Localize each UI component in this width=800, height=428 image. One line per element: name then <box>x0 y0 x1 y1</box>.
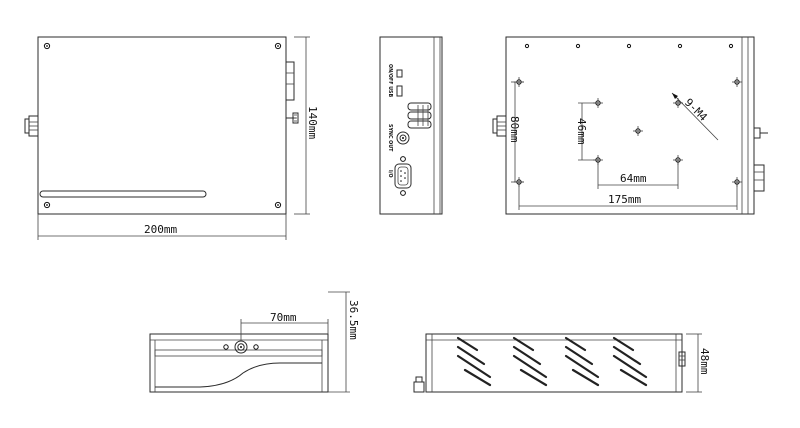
top-view: 140mm 200mm <box>24 36 319 240</box>
io-connector <box>394 156 412 196</box>
dimension-inner-height: 46mm <box>575 102 598 161</box>
side-view-outline <box>149 333 329 393</box>
dimension-mount-height-label: 80mm <box>508 116 521 143</box>
dimension-top-width-label: 200mm <box>144 223 177 236</box>
dimension-side-height: 36.5mm <box>328 291 360 393</box>
side-view-connector <box>223 340 259 354</box>
dimension-rear-height-label: 48mm <box>698 348 711 375</box>
dimension-side-offset-label: 70mm <box>270 311 297 324</box>
dimension-top-width: 200mm <box>37 214 287 240</box>
dimension-mount-width-label: 175mm <box>608 193 641 206</box>
mounting-holes <box>514 77 742 187</box>
dimension-inner-height-label: 46mm <box>575 118 588 145</box>
mounting-view-cable-gland <box>492 115 507 137</box>
dimension-inner-width: 64mm <box>597 160 679 189</box>
dimension-side-height-label: 36.5mm <box>347 300 360 340</box>
dimension-inner-width-label: 64mm <box>620 172 647 185</box>
top-view-outline <box>37 36 287 215</box>
mounting-view-outline <box>505 36 755 215</box>
top-view-side-port <box>285 61 295 101</box>
rear-view-antenna-connector <box>678 351 686 367</box>
sync-out-connector <box>396 131 410 145</box>
dimension-rear-height: 48mm <box>686 333 711 393</box>
vent-group-3 <box>564 336 600 387</box>
dimension-mount-width: 175mm <box>518 182 738 210</box>
dimension-side-offset: 70mm <box>240 311 329 340</box>
power-switch <box>396 69 403 78</box>
mounting-view-antenna-connector <box>753 127 768 192</box>
top-row-holes <box>524 43 734 49</box>
side-view-curve <box>155 362 322 388</box>
top-view-slot <box>39 190 207 198</box>
side-view: 70mm 36.5mm <box>149 291 360 393</box>
side-view-band <box>154 349 323 357</box>
usb-port <box>396 85 403 97</box>
front-panel-outline <box>379 36 443 215</box>
front-panel-view: ON/OFF USB SYNC OUT <box>379 36 443 215</box>
vent-group-4 <box>612 336 648 387</box>
top-view-screws <box>43 42 282 209</box>
vent-group-1 <box>456 336 492 387</box>
vent-group-2 <box>512 336 548 387</box>
mounting-view: 80mm 46mm 64mm 175mm <box>492 36 768 215</box>
status-leds <box>407 102 432 129</box>
top-view-cable-gland <box>24 115 39 137</box>
holes-callout: 9-M4 <box>671 92 719 141</box>
label-io: I/O <box>387 170 393 178</box>
rear-view-outline <box>425 333 683 393</box>
dimension-mount-height: 80mm <box>508 81 524 183</box>
rear-view: 48mm <box>413 333 711 393</box>
rear-view-cable-gland <box>413 376 425 393</box>
top-view-antenna-connector <box>286 112 299 124</box>
label-sync-out: SYNC OUT <box>387 124 393 152</box>
dimension-top-height-label: 140mm <box>306 106 319 139</box>
label-onoff-usb: ON/OFF USB <box>387 64 393 97</box>
holes-callout-label: 9-M4 <box>682 96 710 124</box>
dimension-top-height: 140mm <box>294 36 319 215</box>
